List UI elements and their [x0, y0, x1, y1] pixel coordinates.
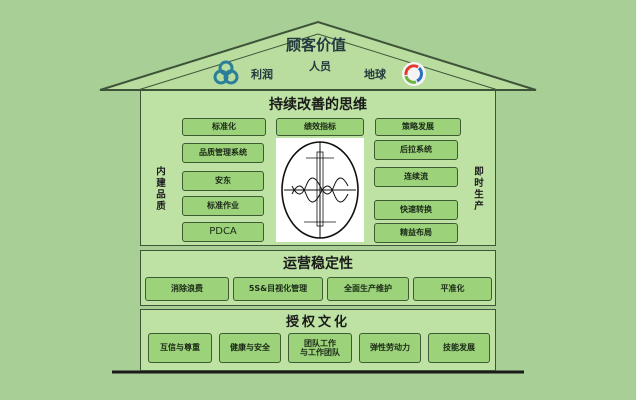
stability-box-5s: 5S&目视化管理 — [233, 277, 323, 301]
culture-box-flex-labor: 弹性劳动力 — [359, 333, 421, 363]
culture-title: 授权文化 — [285, 315, 350, 330]
right-column-label: 即时生产 — [472, 166, 483, 212]
central-ellipse-figure — [276, 138, 364, 242]
stability-box-tpm: 全面生产维护 — [327, 277, 409, 301]
roof-title: 顾客价值 — [286, 36, 347, 54]
right-box-lean-layout: 精益布局 — [374, 223, 458, 243]
culture-box-skills: 技能发展 — [428, 333, 490, 363]
culture-box-trust: 互信与尊重 — [148, 333, 212, 363]
roof-label-planet: 地球 — [364, 68, 386, 81]
stability-box-waste: 消除浪费 — [145, 277, 229, 301]
right-box-continuous-flow: 连续流 — [374, 167, 458, 187]
right-box-pull-system: 后拉系统 — [374, 140, 458, 160]
left-box-quality-system: 品质管理系统 — [182, 143, 264, 163]
stability-title: 运营稳定性 — [283, 256, 353, 272]
top-box-standardization: 标准化 — [182, 118, 266, 136]
left-column-label: 内建品质 — [154, 166, 165, 212]
roof-label-people: 人员 — [309, 60, 331, 73]
roof-label-profit: 利润 — [251, 68, 273, 81]
cycle-arrows-icon — [402, 62, 426, 86]
right-box-quick-changeover: 快速转换 — [374, 200, 458, 220]
left-box-pdca: PDCA — [182, 222, 264, 242]
thinking-title: 持续改善的思维 — [269, 97, 367, 113]
culture-box-safety: 健康与安全 — [219, 333, 281, 363]
top-box-strategy: 策略发展 — [375, 118, 461, 136]
top-box-kpi: 绩效指标 — [276, 118, 364, 136]
left-box-standard-work: 标准作业 — [182, 196, 264, 216]
left-box-andon: 安东 — [182, 171, 264, 191]
stability-box-heijunka: 平准化 — [413, 277, 492, 301]
culture-box-teamwork: 团队工作 与工作团队 — [288, 333, 352, 363]
recycle-logo-icon — [213, 60, 239, 85]
